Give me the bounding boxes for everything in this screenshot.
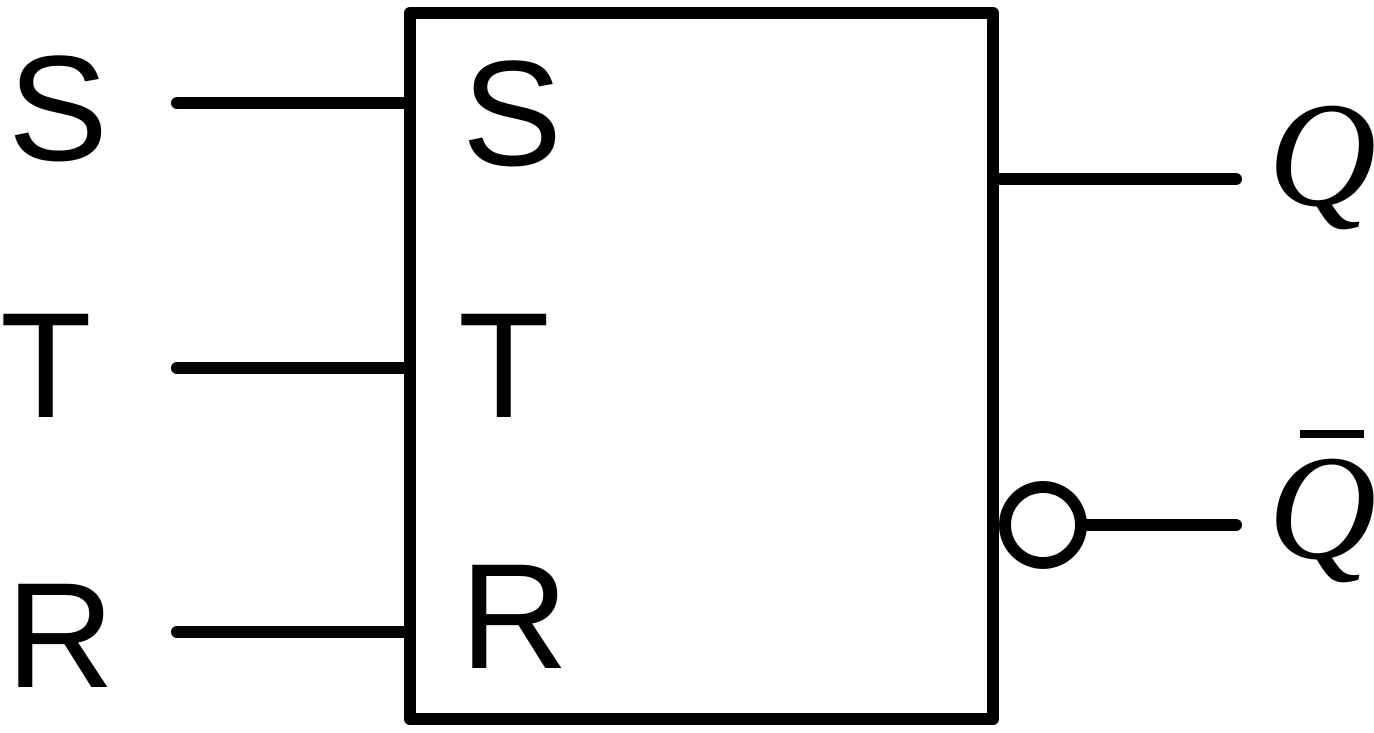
r-input-label: R	[6, 551, 114, 719]
flip-flop-block	[404, 7, 999, 725]
q-output-label: Q	[1268, 72, 1374, 238]
r-pin-label: R	[460, 532, 568, 700]
s-input-label: S	[8, 24, 108, 192]
q-bar-output-label: Q	[1268, 425, 1374, 591]
t-pin-label: T	[458, 281, 550, 449]
inversion-bubble	[999, 481, 1087, 569]
t-input-label: T	[0, 281, 92, 449]
s-pin-label: S	[462, 29, 562, 197]
